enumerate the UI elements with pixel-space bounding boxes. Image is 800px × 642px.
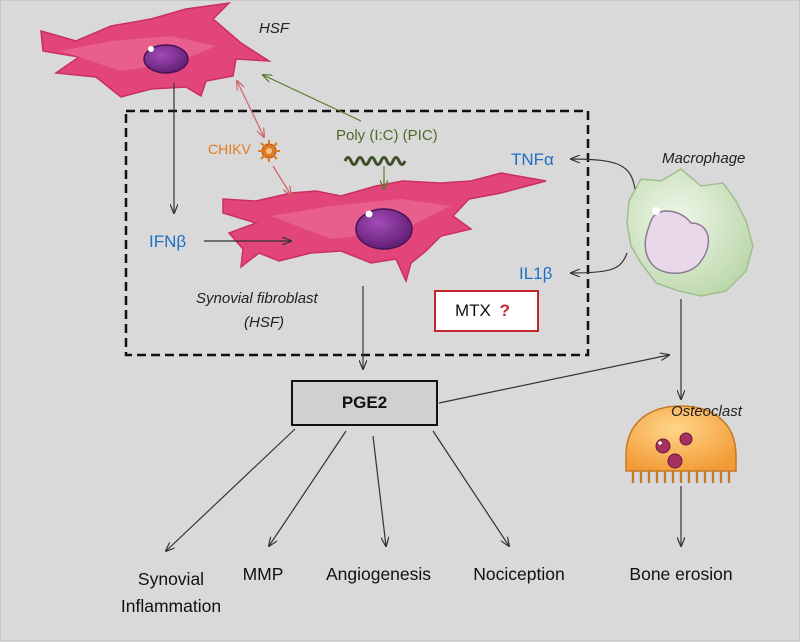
dashed-box xyxy=(124,109,590,357)
fibroblast-name-label: Synovial fibroblast xyxy=(196,290,318,307)
il1b-label: IL1β xyxy=(519,264,553,283)
outcome-synovial-line1: Synovial xyxy=(137,569,205,589)
arrow-pge2-to-synovial xyxy=(166,428,296,551)
outcome-angiogenesis: Angiogenesis xyxy=(325,564,432,584)
arrow-pge2-to-macrophage xyxy=(438,355,669,404)
mtx-label: MTX ? xyxy=(455,302,510,319)
arrow-pge2-to-angiogenesis xyxy=(372,435,386,546)
outcome-bone-erosion: Bone erosion xyxy=(629,564,733,584)
pge2-box-shape xyxy=(291,380,438,426)
macrophage-label: Macrophage xyxy=(662,150,746,167)
mtx-text: MTX xyxy=(455,301,491,320)
fibroblast-abbr-label: (HSF) xyxy=(244,314,284,331)
chikv-virus-icon xyxy=(258,140,280,162)
arrow-macrophage-to-tnfa xyxy=(571,159,636,190)
arrow-macrophage-to-il1b xyxy=(571,252,628,273)
arrow-pge2-to-mmp xyxy=(269,430,347,546)
arrow-pge2-to-nociception xyxy=(432,430,509,546)
arrow-chikv-fibroblast xyxy=(272,165,291,195)
osteoclast-cell xyxy=(625,405,737,483)
outcome-nociception: Nociception xyxy=(473,564,565,584)
outcome-synovial-line2: Inflammation xyxy=(120,596,222,616)
synovial-fibroblast-cell xyxy=(222,172,547,284)
hsf-top-label: HSF xyxy=(259,20,289,37)
mtx-box-shape xyxy=(434,290,539,332)
hsf-cell-top xyxy=(40,1,272,98)
arrow-pic-to-hsf xyxy=(263,75,362,122)
outcome-mmp: MMP xyxy=(242,564,284,584)
tnfa-label: TNFα xyxy=(511,150,554,169)
osteoclast-label: Osteoclast xyxy=(671,403,742,420)
arrow-chikv-hsf xyxy=(237,81,264,137)
mtx-question-mark: ? xyxy=(499,301,511,320)
poly-ic-label: Poly (I:C) (PIC) xyxy=(336,127,438,144)
ifnb-label: IFNβ xyxy=(149,232,187,251)
pge2-label: PGE2 xyxy=(341,393,388,412)
macrophage-cell xyxy=(626,168,754,297)
poly-ic-coil-icon xyxy=(343,156,407,166)
chikv-label: CHIKV xyxy=(208,141,251,157)
